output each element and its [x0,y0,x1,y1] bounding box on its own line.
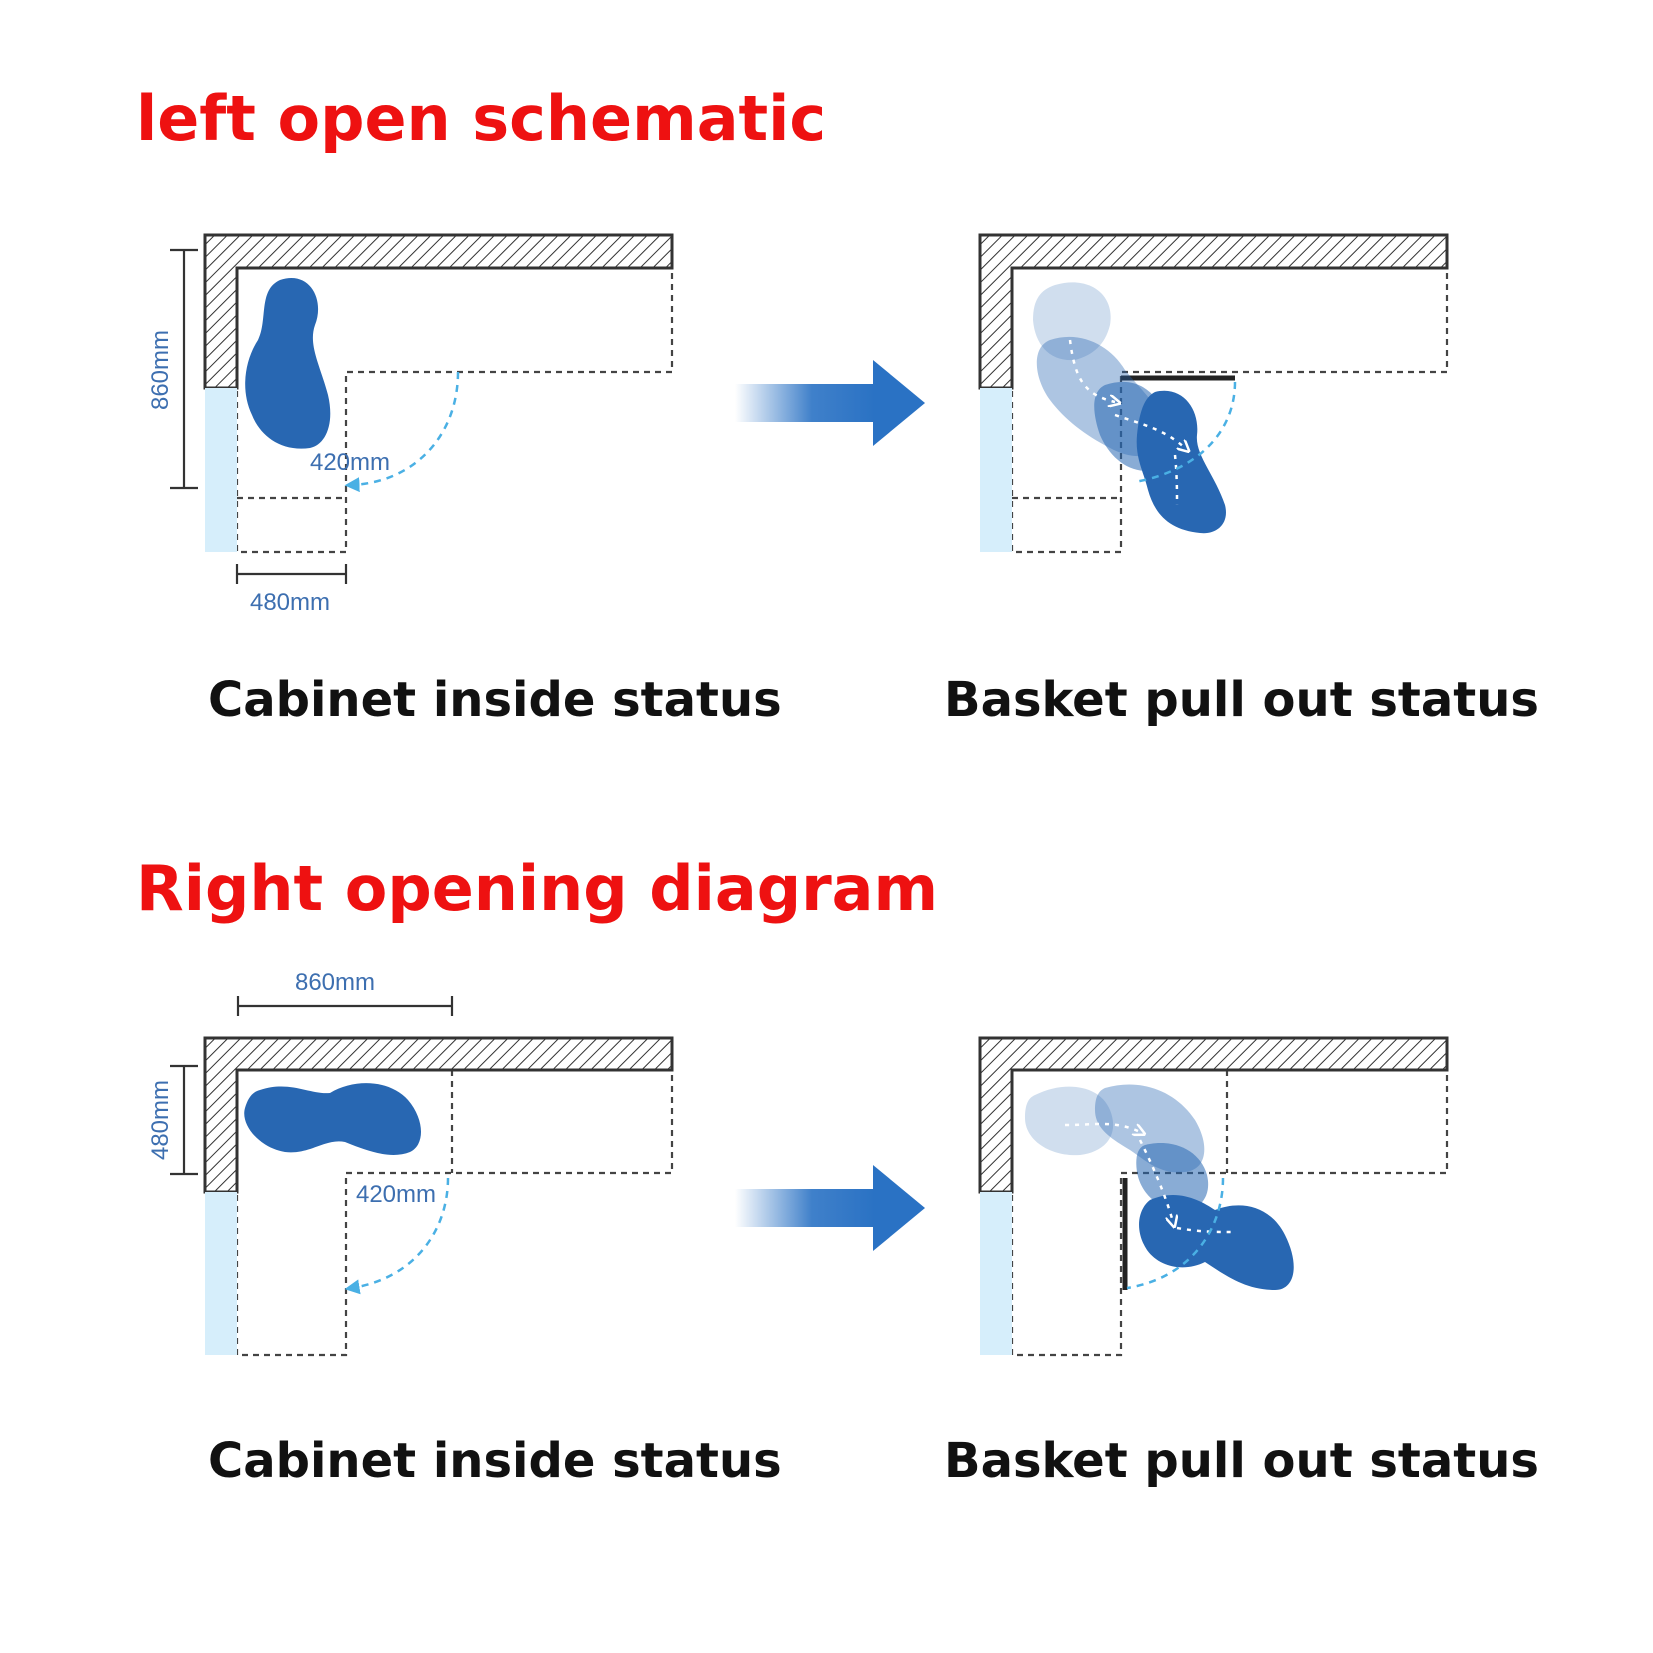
caption-cabinet-inside-right: Cabinet inside status [208,1433,782,1489]
dim-depth-label: 860mm [295,969,375,996]
section-title-left-open: left open schematic [136,82,827,155]
basket-blob [245,278,331,449]
dim-width-label: 480mm [147,1080,174,1160]
caption-basket-pullout-right: Basket pull out status [944,1433,1539,1489]
left-open-inside-diagram: 860mm 480mm 420mm [147,233,674,616]
dim-swing-label: 420mm [310,449,390,476]
arrow-right-icon [735,1165,925,1251]
caption-basket-pullout-left: Basket pull out status [944,672,1539,728]
door-panel [205,388,237,552]
caption-cabinet-inside-left: Cabinet inside status [208,672,782,728]
arrow-right-icon [735,360,925,446]
right-open-pullout-diagram [978,1036,1449,1357]
dim-width-label: 480mm [250,589,330,616]
dim-depth-label: 860mm [147,330,174,410]
left-open-pullout-diagram [978,233,1449,554]
right-open-inside-diagram: 860mm 480mm 420mm [147,969,674,1357]
section-title-right-opening: Right opening diagram [136,852,939,925]
dim-swing-label: 420mm [356,1181,436,1208]
